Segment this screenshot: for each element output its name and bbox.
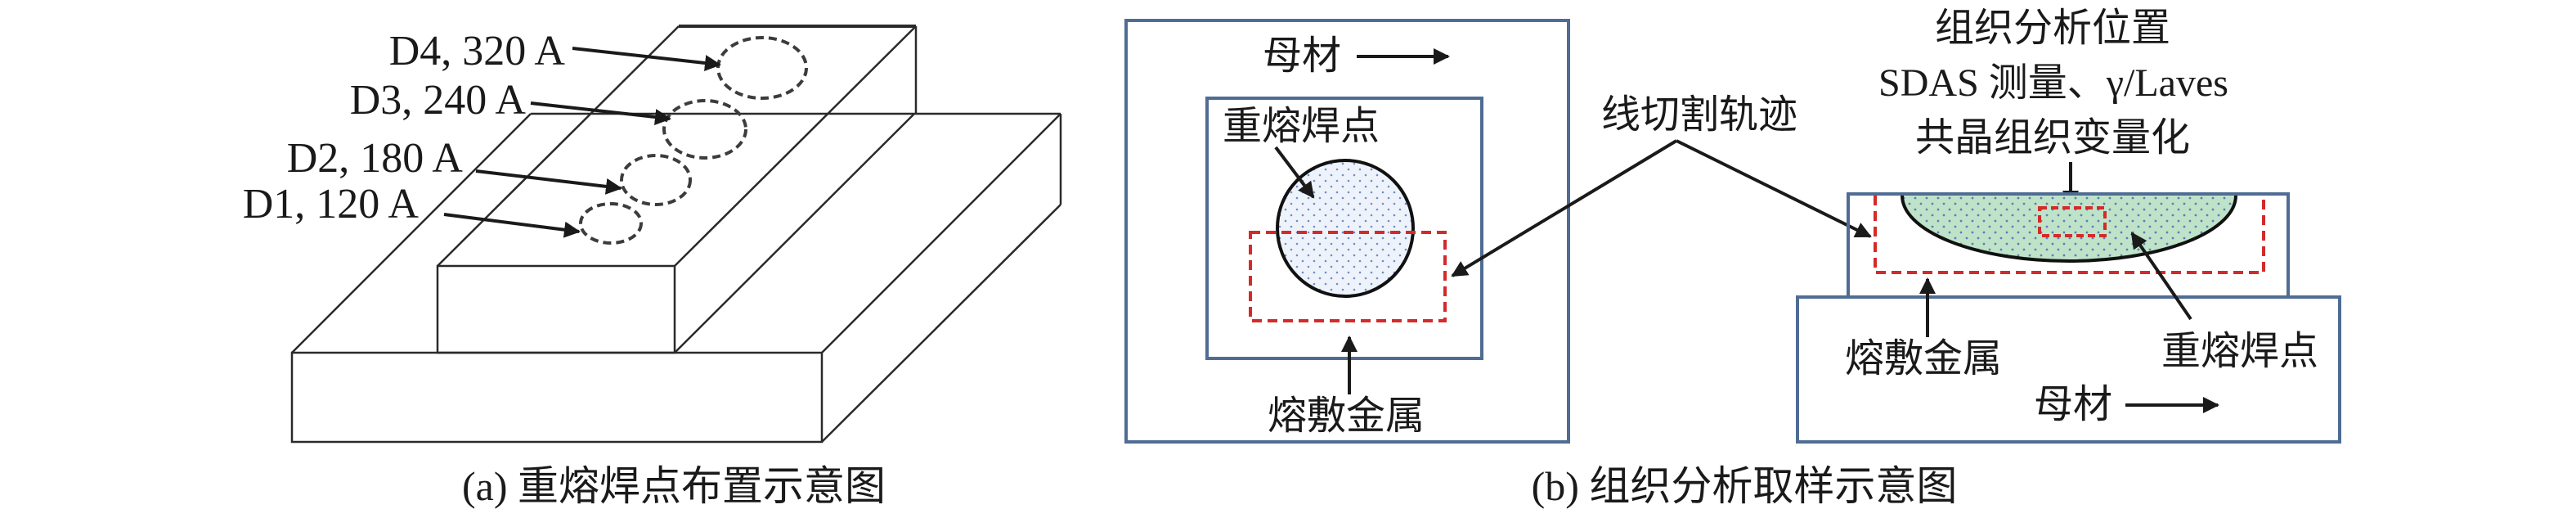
label-d4: D4, 320 A [389,28,566,74]
label-base-metal-section: 母材 [2034,383,2112,426]
arrow-d4 [572,47,721,71]
cut-path-rect-section [1874,196,2265,274]
arrow-d2 [475,169,622,195]
remelt-spot-arrow-section [2130,232,2192,321]
label-cladding-top: 熔敷金属 [1268,394,1425,438]
cut-path-rect-top [1249,231,1447,322]
label-d1: D1, 120 A [243,181,420,227]
remelt-pool-fill [1902,196,2236,261]
spot-d3 [662,99,747,160]
remelt-spot-circle [1276,159,1415,298]
spot-d1 [579,202,643,245]
label-cladding-section: 熔敷金属 [1845,337,2002,381]
base-front-face [290,351,824,444]
block-bottom-right-edge [674,113,915,354]
cladding-outline-top [1205,97,1483,360]
analysis-location-box [2038,206,2107,237]
block-top-right-edge [674,25,917,267]
caption-a: (a) 重熔焊点布置示意图 [462,463,886,509]
cut-path-arrow-right [1676,139,1872,238]
clad-block [436,25,918,354]
analysis-title-line-1: 组织分析位置 [1935,7,2170,50]
panel-b-top-view: 母材 重熔焊点 熔敷金属 [1124,19,1570,444]
spot-d4 [716,36,808,100]
base-metal-outline-section [1796,295,2341,444]
block-front-face [436,264,676,354]
caption-b: (b) 组织分析取样示意图 [1532,463,1958,509]
cut-path-callout: 线切割轨迹 [1451,93,1872,277]
label-remelt-spot-section: 重熔焊点 [2161,330,2318,373]
base-bottom-right-edge [821,204,1061,443]
remelt-pool-outline [1901,195,2237,263]
spot-d2 [620,154,692,206]
block-left-edge [437,25,680,267]
label-d3: D3, 240 A [350,77,527,124]
panel-a: D1, 120 A D2, 180 A D3, 240 A D4, 320 A … [243,25,1062,509]
base-top-right-edge [821,113,1061,354]
arrow-d3 [530,101,671,125]
base-metal-outline [1124,19,1570,444]
label-d2: D2, 180 A [287,135,464,182]
arrow-d1 [443,213,581,238]
analysis-title-line-3: 共晶组织变量化 [1915,116,2190,160]
remelt-spot-arrow-top [1274,146,1315,199]
label-cut-path: 线切割轨迹 [1601,93,1797,137]
label-remelt-spot-top: 重熔焊点 [1223,105,1380,148]
panel-b-section-view: 组织分析位置 SDAS 测量、γ/Laves 共晶组织变量化 熔敷金属 重熔焊点… [1532,7,2341,509]
label-base-metal-top: 母材 [1263,34,1341,78]
analysis-title-line-2: SDAS 测量、γ/Laves [1878,61,2228,105]
base-left-edge [291,113,532,354]
cut-path-arrow-left [1451,139,1678,277]
